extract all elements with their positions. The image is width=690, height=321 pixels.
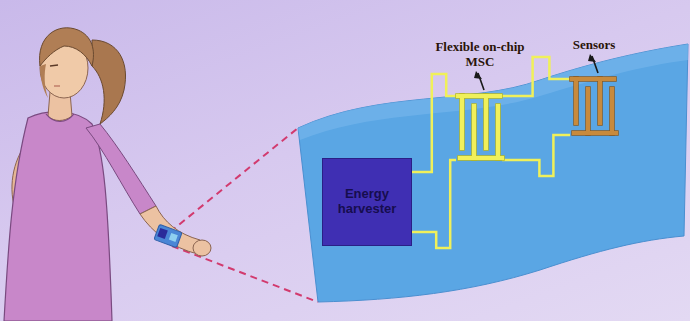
zoom-line (170, 128, 298, 232)
circuit-wire (502, 57, 570, 176)
component-label: Sensors (548, 38, 640, 53)
zoom-line (172, 246, 318, 302)
runner-figure (4, 28, 211, 321)
circuit-wire (412, 74, 456, 248)
flexible-substrate (298, 44, 688, 302)
energy-harvester-box: Energy harvester (322, 158, 412, 246)
interdigitated-electrode (566, 53, 622, 137)
interdigitated-electrode (452, 70, 508, 162)
sensor-component: Sensors (548, 38, 640, 137)
box-label: Energy harvester (329, 187, 405, 217)
msc-component: Flexible on-chip MSC (424, 40, 536, 162)
component-label: Flexible on-chip MSC (424, 40, 536, 70)
